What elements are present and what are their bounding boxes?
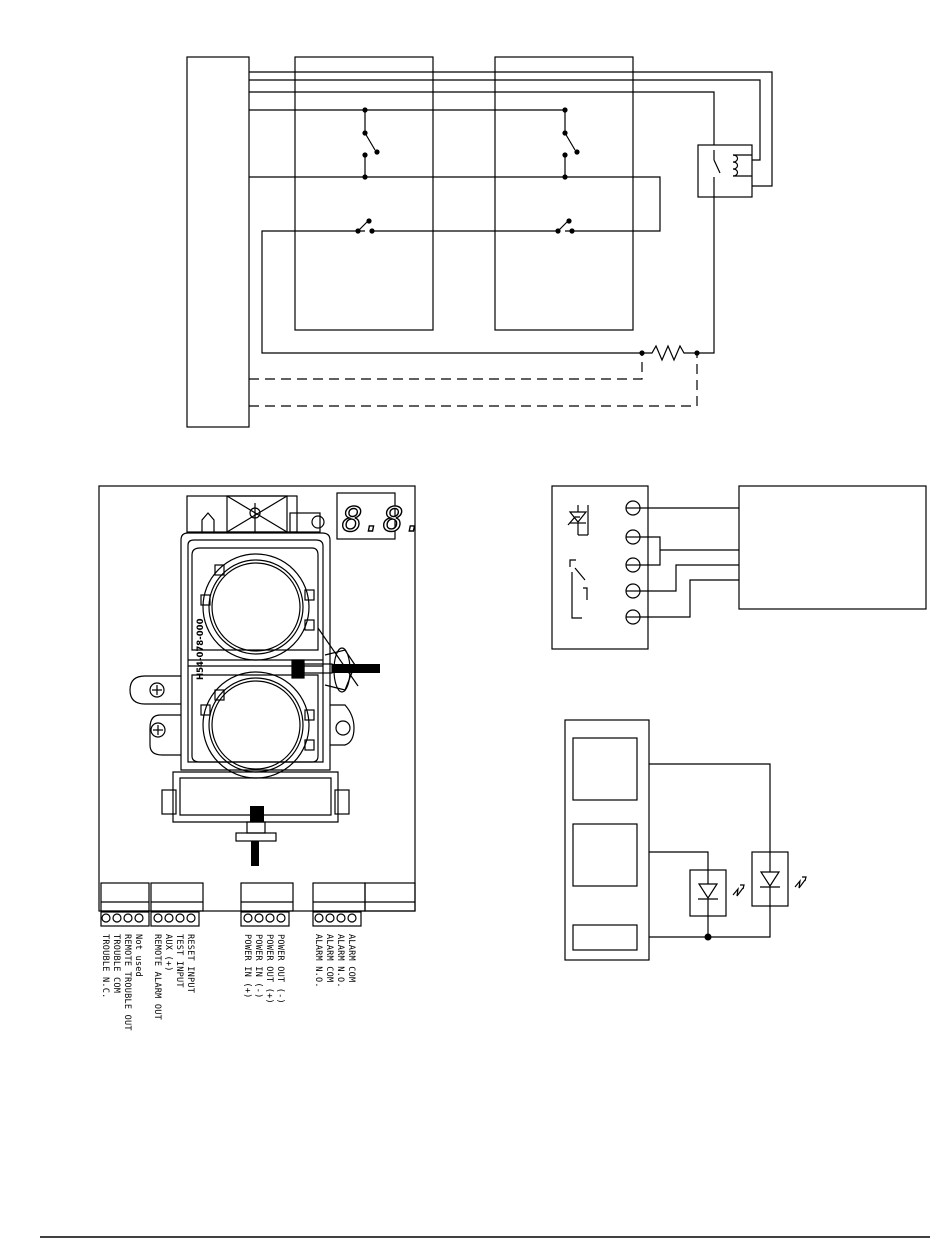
label-reset-input: RESET INPUT <box>185 934 195 993</box>
relay-coil-icon <box>714 150 752 197</box>
phillips-screw-icon <box>153 725 163 735</box>
label-trouble-nc: TROUBLE N.C. <box>100 934 110 999</box>
label-remote-alarm-out: REMOTE ALARM OUT <box>152 934 162 1020</box>
label-power-out-minus: POWER OUT (-) <box>275 934 285 1004</box>
label-trouble-com: TROUBLE COM <box>111 934 121 993</box>
label-alarm-com-2: ALARM COM <box>346 934 356 982</box>
led-icon <box>752 852 806 906</box>
contact-icon <box>570 560 587 618</box>
seven-segment-display: 8.8. <box>337 493 424 540</box>
label-power-in-minus: POWER IN (-) <box>253 934 263 999</box>
label-aux-plus: AUX (+) <box>163 934 173 972</box>
diode-icon <box>568 505 588 535</box>
label-remote-trouble-out: REMOTE TROUBLE OUT <box>122 934 132 1031</box>
terminal-block-extra <box>365 883 415 911</box>
mounting-tab-right <box>330 705 354 745</box>
detector-box-1 <box>295 57 433 330</box>
label-alarm-no-2: ALARM N.O. <box>335 934 345 988</box>
resistor-icon <box>639 346 699 360</box>
remote-led-diagram <box>565 720 806 960</box>
detector-board: 8.8. H <box>99 486 424 1031</box>
terminal-block-trouble <box>101 883 149 926</box>
terminal-block-alarm <box>313 883 365 926</box>
terminal-block-input <box>151 883 203 926</box>
part-number-label: H54-078-000 <box>196 618 206 680</box>
terminal-block-power <box>241 883 293 926</box>
label-not-used: Not used <box>133 934 143 977</box>
module-terminals <box>626 501 640 624</box>
mounting-tab-left <box>130 676 181 755</box>
remote-test-diagram <box>552 486 926 649</box>
display-digits: 8.8. <box>342 500 424 540</box>
control-panel-box <box>187 57 249 427</box>
phillips-screw-icon <box>152 685 162 695</box>
label-power-out-plus: POWER OUT (+) <box>264 934 274 1004</box>
panel-box <box>739 486 926 609</box>
label-power-in-plus: POWER IN (+) <box>242 934 252 999</box>
bottom-bracket <box>162 772 349 866</box>
alarm-contact-2 <box>562 107 579 179</box>
optical-chamber-top <box>192 548 318 660</box>
terminal-labels: TROUBLE N.C. TROUBLE COM REMOTE TROUBLE … <box>100 934 356 1031</box>
label-alarm-com-1: ALARM COM <box>324 934 334 982</box>
relay-box <box>698 145 752 197</box>
optical-chamber-bottom <box>192 672 318 778</box>
top-wiring-diagram <box>187 57 772 427</box>
led-icon <box>690 870 744 916</box>
label-alarm-no-1: ALARM N.O. <box>313 934 323 988</box>
detector-box-2 <box>495 57 633 330</box>
label-test-input: TEST INPUT <box>174 934 184 988</box>
alarm-contact-1 <box>362 107 379 179</box>
